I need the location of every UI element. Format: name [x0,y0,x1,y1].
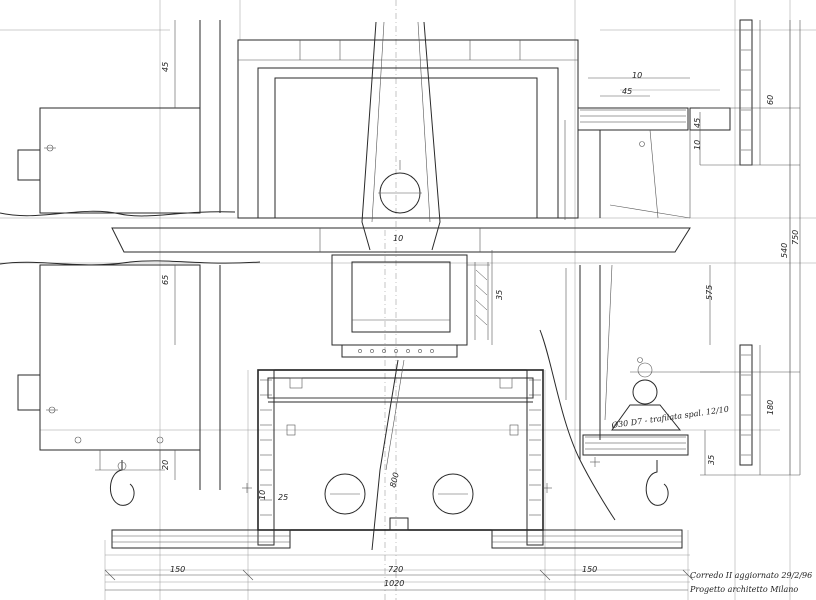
dim-20-left: 20 [161,460,170,470]
dim-10-right: 10 [693,140,702,150]
revision-line-1: Corredo II aggiornato 29/2/96 [690,571,812,580]
dim-10-right-top: 10 [632,71,642,80]
dim-60-right: 60 [766,95,775,105]
right-side-section [564,19,801,506]
dim-800: 800 [388,471,401,488]
dim-575: 575 [705,285,714,300]
revision-note: Corredo II aggiornato 29/2/96 Progetto a… [689,571,812,594]
dim-25-bottom: 25 [278,493,288,502]
dim-540: 540 [780,243,789,258]
center-cabinet [111,359,683,551]
dim-150-left: 150 [170,565,185,574]
revision-line-2: Progetto architetto Milano [689,585,798,594]
bottom-dimension-chain [104,569,694,591]
dim-750: 750 [791,230,800,245]
dim-720: 720 [388,565,403,574]
dim-10-top: 10 [393,234,403,243]
dim-45-right-top: 45 [622,87,632,96]
dim-45-upper-left: 45 [161,62,170,72]
dim-180-right: 180 [766,400,775,415]
dim-65-left: 65 [161,275,170,285]
dim-35-right: 35 [707,455,716,465]
dim-150-right: 150 [582,565,597,574]
left-side-elevation [0,20,261,506]
dim-10-bottom-left: 10 [258,490,267,500]
dim-45-r2: 45 [693,118,702,128]
dim-35: 35 [495,290,504,300]
center-upper-section [111,21,691,521]
dim-1020: 1020 [384,579,404,588]
